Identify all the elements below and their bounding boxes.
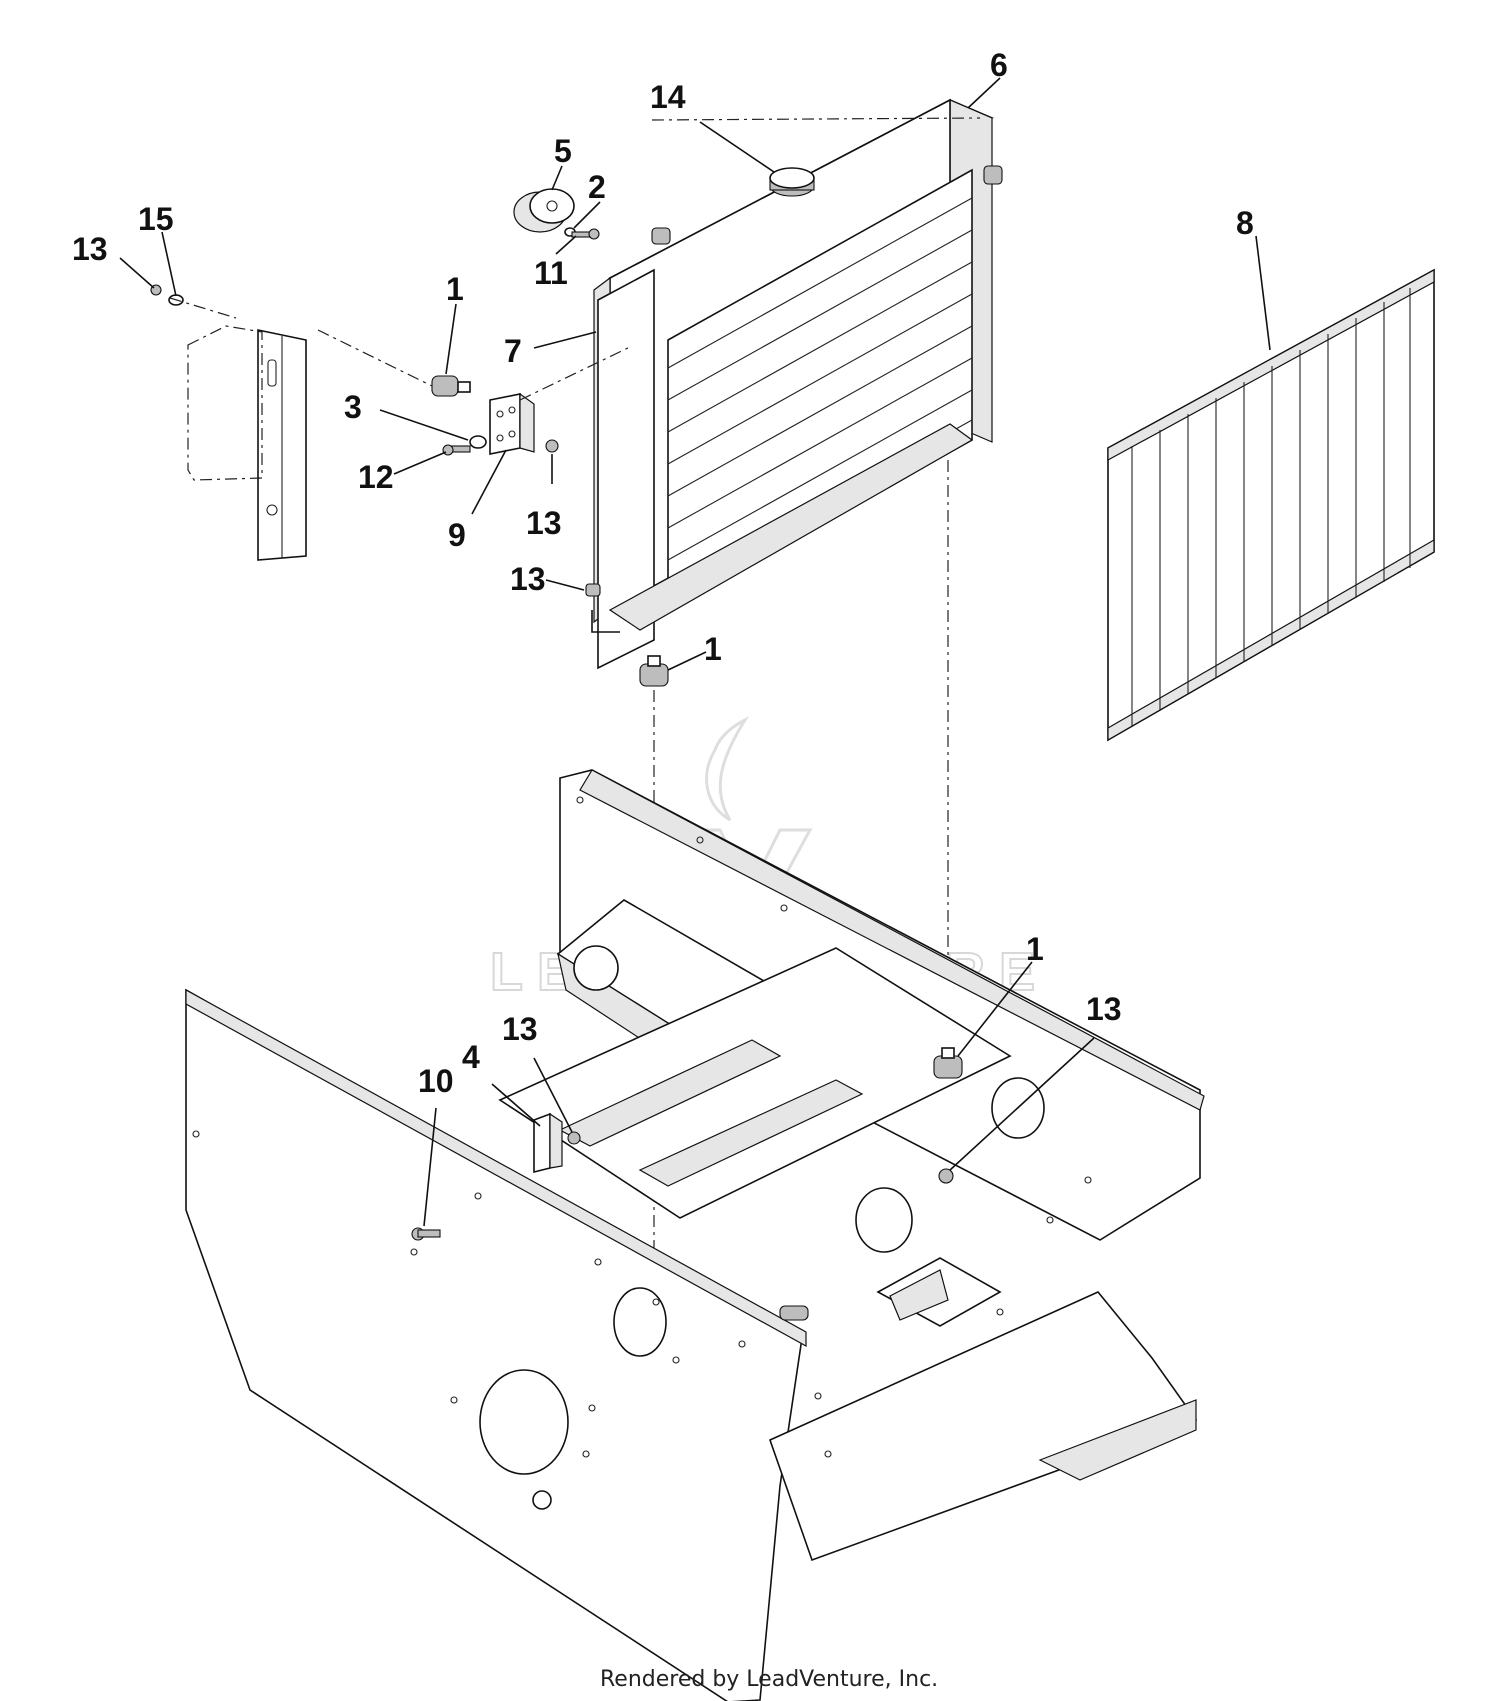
callout-10: 10 xyxy=(418,1063,454,1099)
bracket-4 xyxy=(533,1112,563,1174)
callout-9: 9 xyxy=(448,517,466,553)
leader-lines xyxy=(119,77,1271,1227)
footer-credit: Rendered by LeadVenture, Inc. xyxy=(600,1667,938,1692)
grille-screen xyxy=(1107,268,1435,742)
frame-bolt-holes xyxy=(192,796,1092,1458)
callout-4: 4 xyxy=(462,1039,480,1075)
isolator-mount-upper xyxy=(431,375,471,397)
callout-11: 11 xyxy=(534,255,568,291)
callout-1-frame: 1 xyxy=(1026,931,1044,967)
callout-13-frame-right: 13 xyxy=(1086,991,1122,1027)
callout-13-top-left: 13 xyxy=(72,231,108,267)
nut-13-bracket-4 xyxy=(567,1131,581,1145)
callout-14: 14 xyxy=(650,79,686,115)
chassis-frame xyxy=(185,769,1205,1701)
nut-13-radiator xyxy=(585,583,601,597)
nut-13-frame xyxy=(938,1168,954,1184)
callout-1-upper: 1 xyxy=(446,271,464,307)
bracket-9 xyxy=(489,392,535,455)
callout-6: 6 xyxy=(990,47,1008,83)
callout-labels: 14 6 5 2 11 15 13 1 8 7 3 12 9 13 13 1 1… xyxy=(72,47,1254,1099)
radiator xyxy=(591,98,1003,670)
callout-7: 7 xyxy=(504,333,522,369)
callout-5: 5 xyxy=(554,133,572,169)
callout-13-bracket: 13 xyxy=(526,505,562,541)
spacer-5 xyxy=(513,188,575,233)
callout-2: 2 xyxy=(588,169,606,205)
nut-13-bracket xyxy=(545,439,559,453)
callout-1-lower: 1 xyxy=(704,631,722,667)
callout-12: 12 xyxy=(358,459,394,495)
isolator-mount-lower xyxy=(639,655,669,687)
bolt-11 xyxy=(571,228,600,240)
shroud-bracket xyxy=(187,325,307,561)
nut-washer-top-left xyxy=(150,284,184,306)
callout-8: 8 xyxy=(1236,205,1254,241)
isolator-mount-frame xyxy=(933,1047,963,1079)
radiator-cap xyxy=(769,167,815,197)
callout-3: 3 xyxy=(344,389,362,425)
callout-13-radiator: 13 xyxy=(510,561,546,597)
bolt-10 xyxy=(411,1227,441,1241)
grille-slats xyxy=(1131,288,1411,726)
callout-13-frame-left: 13 xyxy=(502,1011,538,1047)
callout-15: 15 xyxy=(138,201,174,237)
washer-bolt-12 xyxy=(442,435,487,456)
